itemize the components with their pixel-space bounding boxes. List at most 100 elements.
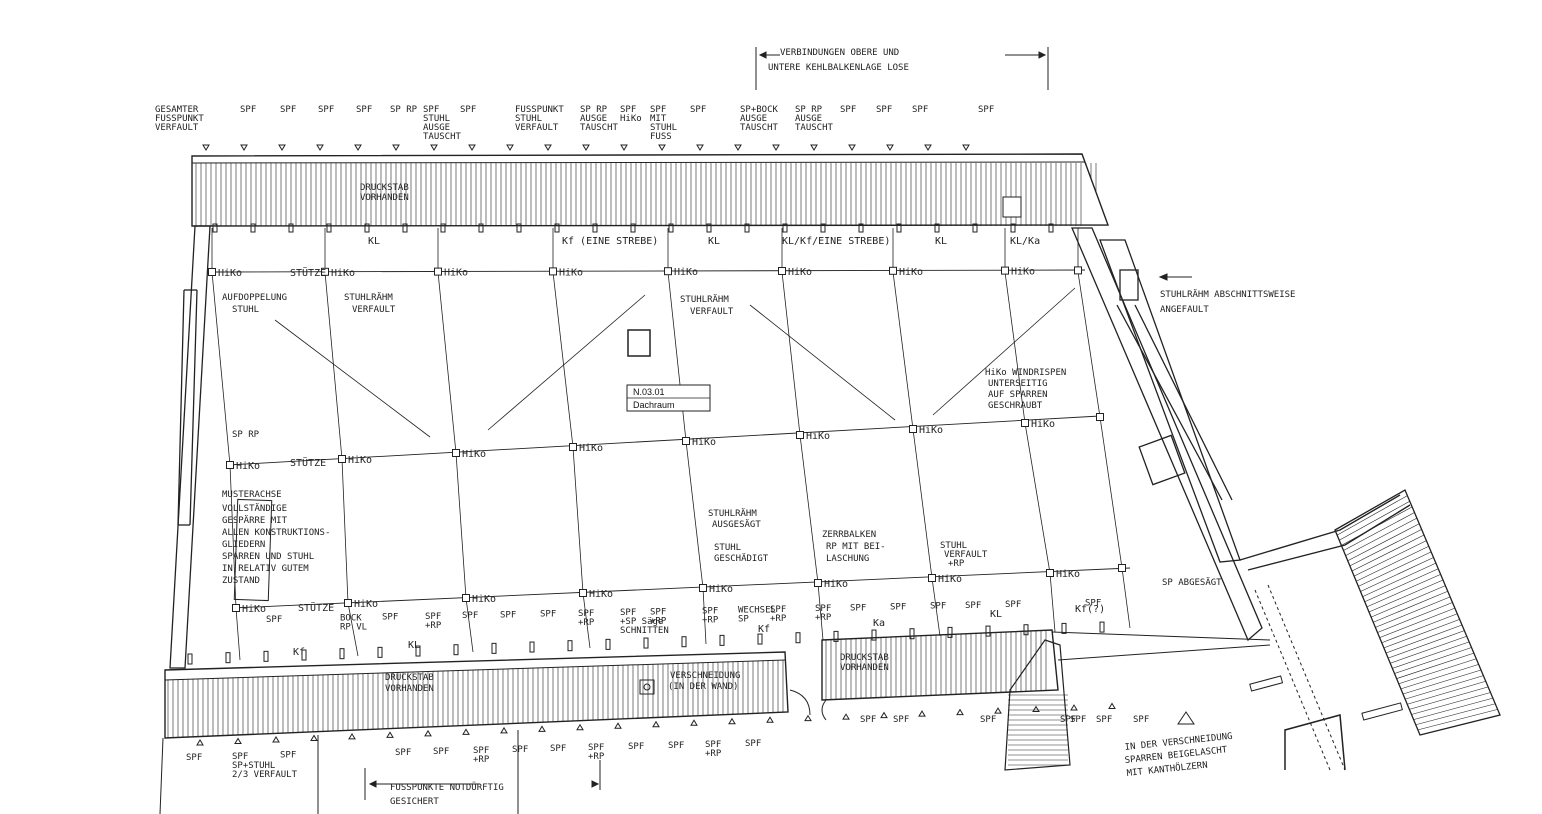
stuhl-geschaedigt-1: STUHL xyxy=(714,543,741,553)
hiko-label: HiKo xyxy=(674,267,698,278)
rafter-foot-top xyxy=(364,223,370,233)
hiko-label: HiKo xyxy=(444,268,468,279)
druckstab-bottom-left-1: DRUCKSTAB xyxy=(385,673,434,683)
top-rafter-note: STUHL xyxy=(515,114,542,124)
side-hatch-line xyxy=(1364,568,1439,603)
side-hatch-line xyxy=(1362,562,1436,597)
side-hatch-line xyxy=(1409,686,1489,710)
side-hatch-line xyxy=(1358,551,1432,587)
triangle-marker-bottom xyxy=(842,713,850,720)
triangle-marker-top xyxy=(202,144,210,151)
top-rafter-note: AUSGE xyxy=(740,114,767,124)
triangle-marker-bottom xyxy=(500,726,508,734)
hiko-windrispen-2: UNTERSEITIG xyxy=(988,379,1048,389)
rafter-foot-top xyxy=(212,223,218,233)
rafter-foot-bottom xyxy=(301,649,307,661)
rafter-foot-top xyxy=(1048,223,1054,233)
post-marker xyxy=(778,267,786,275)
hiko-label: HiKo xyxy=(354,599,378,610)
triangle-marker-top xyxy=(658,144,666,151)
musterachse-3: GESPÄRRE MIT xyxy=(222,515,288,526)
post-marker xyxy=(1001,266,1009,275)
triangle-marker-top xyxy=(962,144,970,151)
side-hatch-line xyxy=(1379,607,1455,638)
top-roof-band xyxy=(191,153,1110,227)
rafter-foot-top xyxy=(972,223,978,233)
post-marker xyxy=(434,267,442,276)
triangle-marker-top xyxy=(924,144,932,151)
lower-rafter-note: +RP xyxy=(425,621,442,631)
top-rafter-note: FUSS xyxy=(650,132,672,142)
hiko-label: HiKo xyxy=(218,268,242,279)
post-marker xyxy=(1021,419,1029,427)
side-hatch-line xyxy=(1334,489,1406,531)
rafter-foot-bottom xyxy=(453,644,459,656)
post-marker xyxy=(338,455,346,463)
triangle-marker-top xyxy=(354,144,362,151)
rafter-foot-bottom xyxy=(529,641,535,653)
hiko-windrispen-4: GESCHRAUBT xyxy=(988,401,1043,411)
rafter-foot-bottom xyxy=(377,646,383,658)
lower-rafter-note: +RP xyxy=(815,613,832,623)
side-hatch-line xyxy=(1411,692,1491,715)
verschneidung-wand-1: VERSCHNEIDUNG xyxy=(670,671,740,681)
post-marker xyxy=(814,579,822,587)
side-hatch-line xyxy=(1349,529,1422,567)
rafter-foot-bottom xyxy=(187,653,193,665)
triangle-marker-bottom xyxy=(614,722,622,729)
top-rafter-note: TAUSCHT xyxy=(580,123,619,133)
triangle-marker-bottom xyxy=(652,720,660,728)
post-marker xyxy=(682,437,690,445)
hiko-label: HiKo xyxy=(559,267,583,278)
side-hatch-line xyxy=(1394,647,1472,674)
post-marker xyxy=(321,267,329,276)
druckstab-bottom-right-2: VORHANDEN xyxy=(840,663,889,673)
triangle-marker-top xyxy=(544,144,552,151)
triangle-markers-bottom xyxy=(196,702,1116,746)
side-hatch-line xyxy=(1413,697,1493,720)
stuhl-verfault-rp-3: +RP xyxy=(948,559,965,569)
bottom-rafter-note: +RP xyxy=(705,749,722,759)
top-rafter-note: AUSGE xyxy=(795,114,822,124)
triangle-marker-bottom xyxy=(918,710,926,717)
top-rafter-note: TAUSCHT xyxy=(423,132,462,142)
bottom-rafter-note: SPF xyxy=(1133,715,1149,725)
musterachse-2: VOLLSTÄNDIGE xyxy=(222,503,287,514)
side-hatch-line xyxy=(1371,585,1446,618)
stuhlraehm-left-1: STUHLRÄHM xyxy=(344,292,393,303)
side-hatch-line xyxy=(1415,703,1496,726)
top-rafter-note: AUSGE xyxy=(423,123,450,133)
stuhlraehm-ausgesaegt-2: AUSGESÄGT xyxy=(712,519,761,530)
triangle-marker-top xyxy=(620,144,628,151)
rafter-foot-bottom xyxy=(1061,622,1067,634)
post-marker xyxy=(462,594,470,602)
stuetze-label-low: STÜTZE xyxy=(298,601,334,614)
top-rafter-note: SP+BOCK xyxy=(740,105,779,115)
triangle-marker-bottom xyxy=(576,723,584,731)
side-hatch-line xyxy=(1383,619,1460,649)
triangle-marker-top xyxy=(316,144,324,151)
post-line xyxy=(552,228,591,649)
triangle-marker-top xyxy=(506,144,514,151)
top-rafter-note: FUSSPUNKT xyxy=(155,114,204,124)
stuhlraehm-right-2: ANGEFAULT xyxy=(1160,305,1209,315)
top-band-label: KL xyxy=(935,236,947,247)
sp-abgesaegt: SP ABGESÄGT xyxy=(1162,577,1222,588)
lower-rafter-note: SPF xyxy=(1005,600,1021,610)
top-rafter-note: VERFAULT xyxy=(515,123,559,133)
bottom-rafter-note: SPF xyxy=(550,744,566,754)
top-rafter-note: SPF xyxy=(280,105,296,115)
post-marker xyxy=(909,425,917,433)
triangle-marker-bottom xyxy=(690,719,698,726)
triangle-marker-top xyxy=(392,144,400,151)
triangle-marker-bottom xyxy=(804,714,812,722)
side-hatch-line xyxy=(1375,596,1451,628)
musterachse-frame xyxy=(233,498,273,602)
room-label-box xyxy=(626,384,711,412)
rafter-feet-top xyxy=(212,223,1054,233)
top-rafter-note: SP RP xyxy=(580,105,608,115)
hiko-label: HiKo xyxy=(1056,569,1080,580)
druckstab-top-1: DRUCKSTAB xyxy=(360,183,409,193)
